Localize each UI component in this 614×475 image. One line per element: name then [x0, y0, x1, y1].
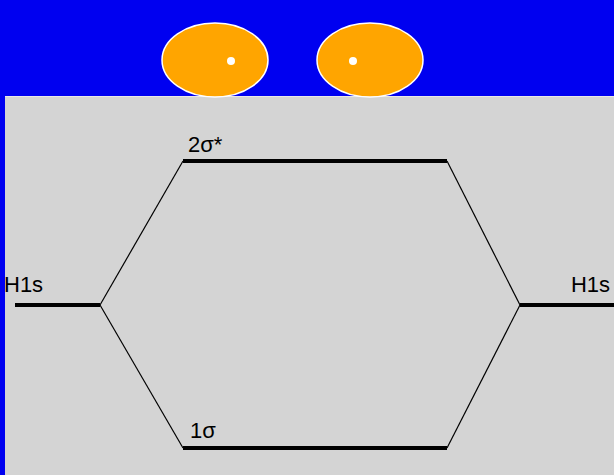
energy-level [183, 446, 447, 450]
orbital-name: H1s [571, 272, 610, 297]
orbital-name: H1s [4, 272, 43, 297]
orbital-name: 2σ* [188, 132, 222, 157]
orbital-name: 1σ [190, 418, 216, 443]
correlation-line [100, 305, 183, 448]
grey-panel [5, 96, 614, 475]
energy-level [15, 303, 100, 307]
orbital-label: H1s [4, 272, 43, 298]
atom-orbital [317, 23, 423, 97]
orbital-label: H1s [571, 272, 610, 298]
nucleus-dot [349, 57, 357, 65]
correlation-line [100, 161, 183, 305]
orbital-label: 1σ [190, 418, 216, 444]
energy-level [183, 159, 447, 163]
energy-level [520, 303, 614, 307]
panel-edge [5, 96, 614, 97]
correlation-line [447, 305, 520, 448]
atom-orbital [162, 23, 268, 97]
orbital-label: 2σ* [188, 132, 222, 158]
nucleus-dot [227, 57, 235, 65]
correlation-line [447, 161, 520, 305]
